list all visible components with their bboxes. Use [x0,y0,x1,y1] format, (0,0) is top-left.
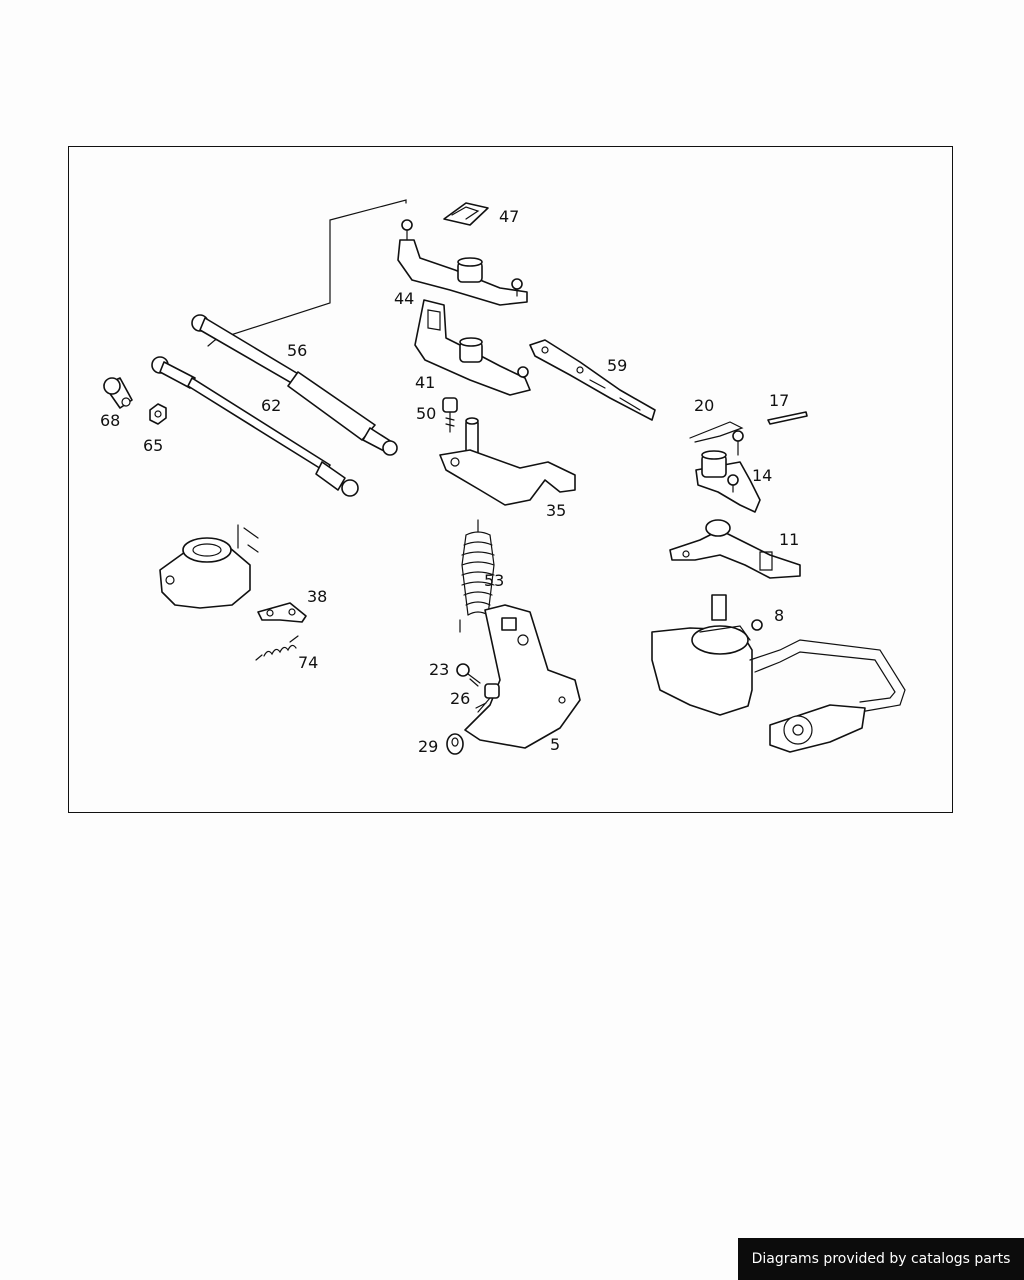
part-20-clip [689,421,744,443]
parts-diagram-frame [68,146,953,813]
callout-62: 62 [261,396,281,415]
part-65-nut [149,403,167,425]
callout-74: 74 [298,653,318,672]
part-62-rod [151,356,359,497]
callout-65: 65 [143,436,163,455]
part-23-bolt [456,663,481,687]
part-17-pin [767,411,808,425]
part-53-spring [459,519,495,633]
part-47-clip [443,202,489,226]
shift-housing-left [159,524,259,609]
part-35-lever [439,417,576,506]
part-38-plate [257,602,307,623]
part-56-strut [191,314,398,456]
callout-47: 47 [499,207,519,226]
part-41-lever [414,299,531,396]
part-8-housing [651,594,906,753]
callout-11: 11 [779,530,799,549]
part-5-bracket [464,604,581,749]
callout-50: 50 [416,404,436,423]
part-29-nut [446,733,464,755]
part-50-bolt [442,397,458,433]
callout-29: 29 [418,737,438,756]
part-59-strip [529,339,656,421]
credit-text: Diagrams provided by catalogs parts [751,1251,1011,1267]
callout-56: 56 [287,341,307,360]
assembly-bracket-line [207,199,407,347]
part-11-lever [669,519,801,579]
callout-labels: 47 44 41 56 59 68 62 65 50 20 17 14 35 1… [100,207,799,756]
part-74-spring [255,635,299,661]
callout-68: 68 [100,411,120,430]
callout-14: 14 [752,466,772,485]
callout-38: 38 [307,587,327,606]
credit-banner: Diagrams provided by catalogs parts [738,1238,1024,1280]
callout-17: 17 [769,391,789,410]
part-26-bolt [475,683,500,713]
callout-8: 8 [774,606,784,625]
part-44-lever [397,219,528,306]
callout-44: 44 [394,289,414,308]
callout-41: 41 [415,373,435,392]
callout-23: 23 [429,660,449,679]
callout-20: 20 [694,396,714,415]
callout-5: 5 [550,735,560,754]
part-14-lever [695,430,761,513]
callout-53: 53 [484,571,504,590]
callout-59: 59 [607,356,627,375]
part-68-fitting [103,377,133,409]
callout-26: 26 [450,689,470,708]
callout-35: 35 [546,501,566,520]
